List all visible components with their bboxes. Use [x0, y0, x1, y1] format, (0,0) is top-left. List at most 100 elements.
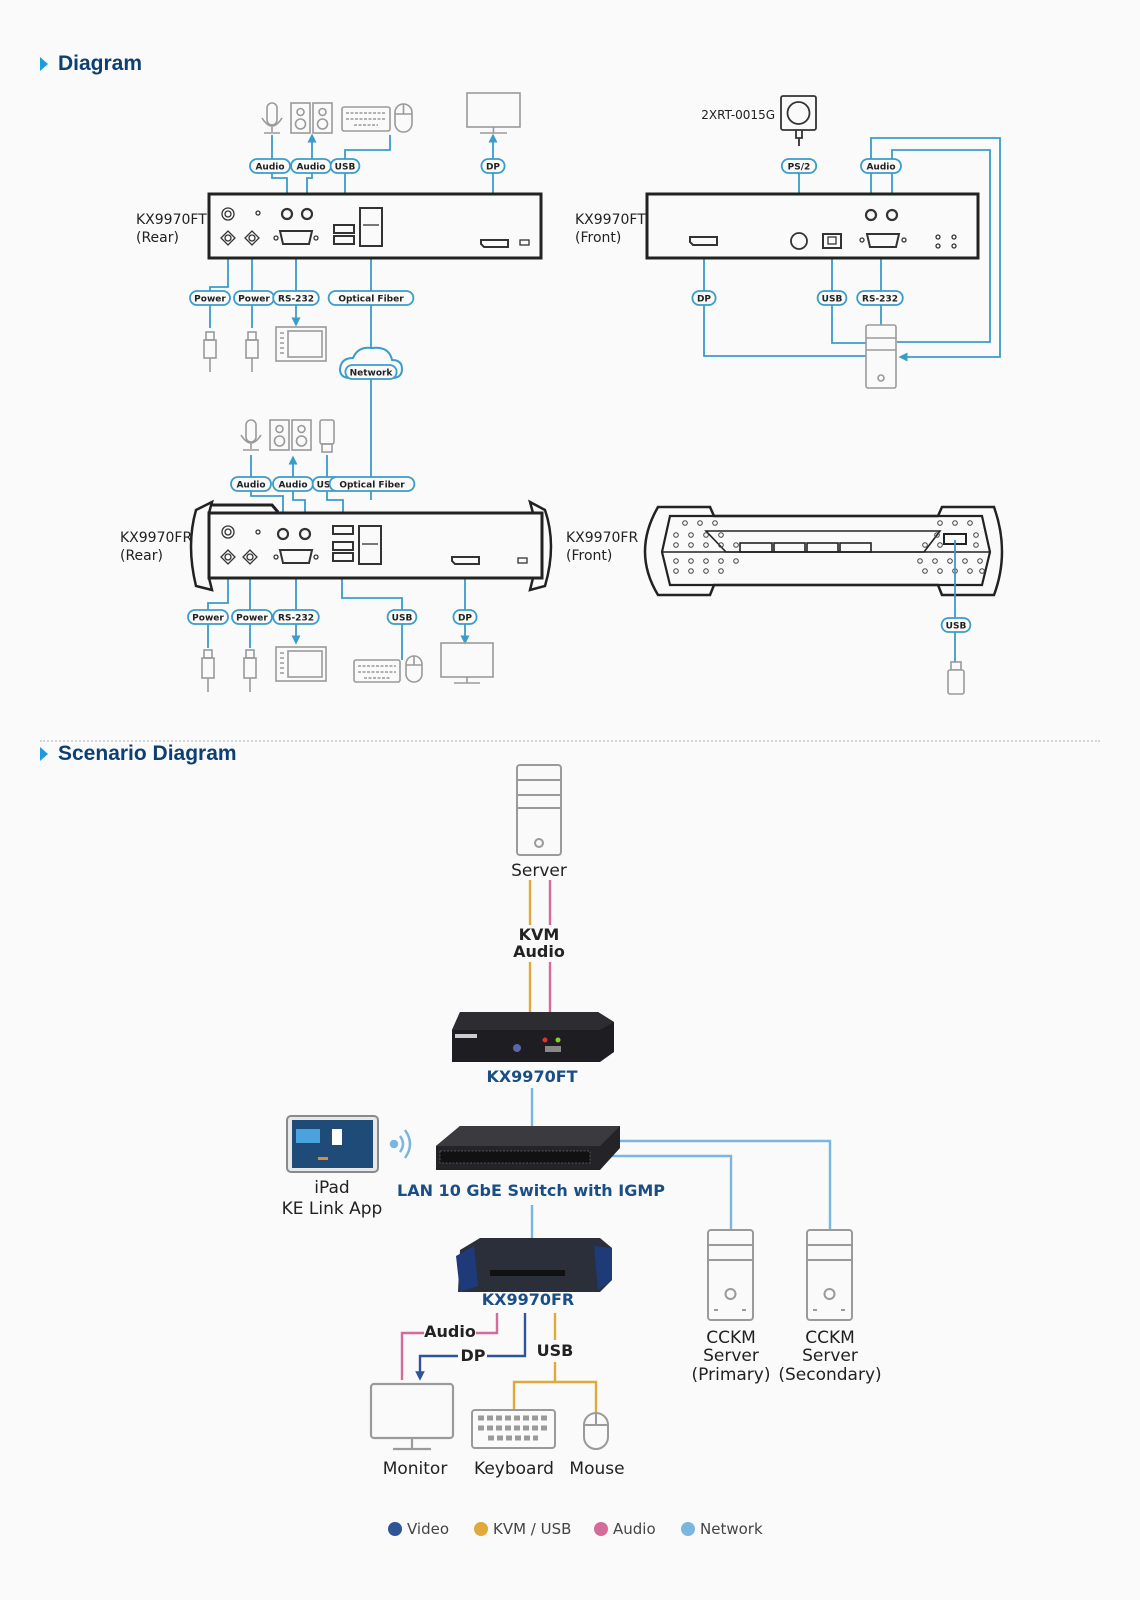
rs232-port-icon: [278, 549, 314, 564]
legend: Video KVM / USB Audio Network: [388, 1520, 763, 1538]
kx9970fr-rear: [189, 419, 553, 692]
tag-dp: DP: [691, 290, 717, 306]
tag-label: Audio: [255, 163, 284, 173]
keyboard-label: Keyboard: [474, 1459, 554, 1479]
legend-item-video: Video: [388, 1520, 449, 1538]
power-jack-icon: [220, 230, 236, 246]
tag-power: Power: [231, 609, 273, 625]
tag-label: RS-232: [278, 614, 314, 624]
legend-label: Network: [700, 1520, 763, 1538]
fiber-port-icon: [358, 525, 382, 565]
tag-audio: Audio: [272, 476, 314, 492]
cckm2-line1: CCKM: [805, 1328, 855, 1348]
audio-jack-icon: [885, 208, 899, 222]
receiver-label: KX9970FR: [482, 1290, 575, 1309]
tag-network: Network: [344, 364, 398, 380]
tag-label: DP: [458, 614, 472, 624]
ipad-icon: [286, 1115, 379, 1173]
scenario-title-text: Scenario Diagram: [58, 742, 237, 765]
kx9970fr-front: [643, 505, 1004, 695]
speakers-icon: [290, 102, 333, 134]
power-adapter-icon: [201, 649, 257, 692]
dip-switch-icon: [519, 239, 530, 246]
speakers-icon: [269, 419, 312, 451]
camera-icon: [780, 95, 817, 146]
tag-label: RS-232: [862, 295, 898, 305]
legend-swatch: [594, 1522, 608, 1536]
tag-optical-fiber: Optical Fiber: [327, 290, 415, 306]
microphone-icon: [261, 102, 283, 134]
terminal-icon: [275, 646, 327, 682]
monitor-icon: [466, 92, 521, 134]
tag-dp: DP: [480, 158, 506, 174]
tag-label: PS/2: [788, 163, 811, 173]
ke-link-app-label: KE Link App: [282, 1199, 383, 1219]
mouse-label: Mouse: [569, 1459, 624, 1479]
tag-usb: USB: [329, 158, 361, 174]
rs232-port-icon: [278, 230, 314, 245]
keyboard-icon: [471, 1409, 556, 1449]
tag-optical-fiber: Optical Fiber: [328, 476, 416, 492]
legend-item-audio: Audio: [594, 1520, 656, 1538]
ipad-label: iPad: [314, 1178, 349, 1198]
tag-label: USB: [317, 481, 338, 491]
rx-audio-label: Audio: [424, 1322, 476, 1341]
kx9970fr-device-photo: [456, 1238, 612, 1292]
network-switch-photo: [436, 1126, 620, 1170]
usb-drive-icon: [947, 661, 965, 695]
rx-dp-label: DP: [460, 1346, 485, 1365]
ft-front-side: (Front): [575, 230, 621, 246]
tag-label: Audio: [236, 481, 265, 491]
tag-label: DP: [486, 163, 500, 173]
tag-label: Power: [236, 614, 268, 624]
fr-rear-name: KX9970FR: [120, 530, 192, 546]
tag-power: Power: [187, 609, 229, 625]
audio-jack-icon: [298, 527, 312, 541]
tag-dp: DP: [452, 609, 478, 625]
audio-jack-icon: [280, 207, 294, 221]
rx-usb-label: USB: [537, 1341, 574, 1360]
switch-label: LAN 10 GbE Switch with IGMP: [397, 1181, 665, 1200]
tag-rs232: RS-232: [856, 290, 904, 306]
fr-front-name: KX9970FR: [566, 530, 638, 546]
transmitter-label: KX9970FT: [486, 1067, 577, 1086]
tag-power: Power: [233, 290, 275, 306]
tag-label: USB: [946, 622, 967, 632]
tag-label: RS-232: [278, 295, 314, 305]
keyboard-icon: [353, 659, 401, 683]
tag-label: Power: [192, 614, 224, 624]
microphone-icon: [240, 419, 262, 451]
tag-rs232: RS-232: [272, 609, 320, 625]
kvm-label: KVM: [519, 925, 560, 944]
legend-swatch: [388, 1522, 402, 1536]
displayport-icon: [451, 556, 480, 565]
tag-usb: USB: [816, 290, 848, 306]
server-icon: [516, 764, 562, 856]
cckm-secondary-server-icon: [806, 1229, 853, 1321]
monitor-icon: [369, 1382, 455, 1451]
mouse-icon: [405, 655, 423, 683]
displayport-icon: [480, 239, 509, 248]
tag-label: Optical Fiber: [339, 481, 405, 491]
tag-ps2: PS/2: [780, 158, 818, 174]
ps2-port-icon: [790, 232, 808, 250]
tag-label: Power: [194, 295, 226, 305]
cckm-primary-server-icon: [707, 1229, 754, 1321]
legend-swatch: [474, 1522, 488, 1536]
legend-item-kvm-usb: KVM / USB: [474, 1520, 571, 1538]
wireless-signal-icon: [389, 1129, 412, 1159]
usb-port-icon: [333, 224, 355, 234]
diagram-section-title: Diagram: [40, 52, 142, 76]
tag-label: Audio: [866, 163, 895, 173]
tag-label: USB: [335, 163, 356, 173]
triangle-bullet-icon: [40, 747, 48, 761]
legend-label: KVM / USB: [493, 1520, 571, 1538]
scenario-section-title: Scenario Diagram: [40, 742, 237, 766]
cckm1-line3: (Primary): [692, 1365, 771, 1385]
vent-holes: [673, 520, 985, 574]
power-jack-icon: [244, 230, 260, 246]
tag-audio: Audio: [860, 158, 902, 174]
usb-b-port-icon: [822, 233, 842, 249]
legend-item-network: Network: [681, 1520, 763, 1538]
